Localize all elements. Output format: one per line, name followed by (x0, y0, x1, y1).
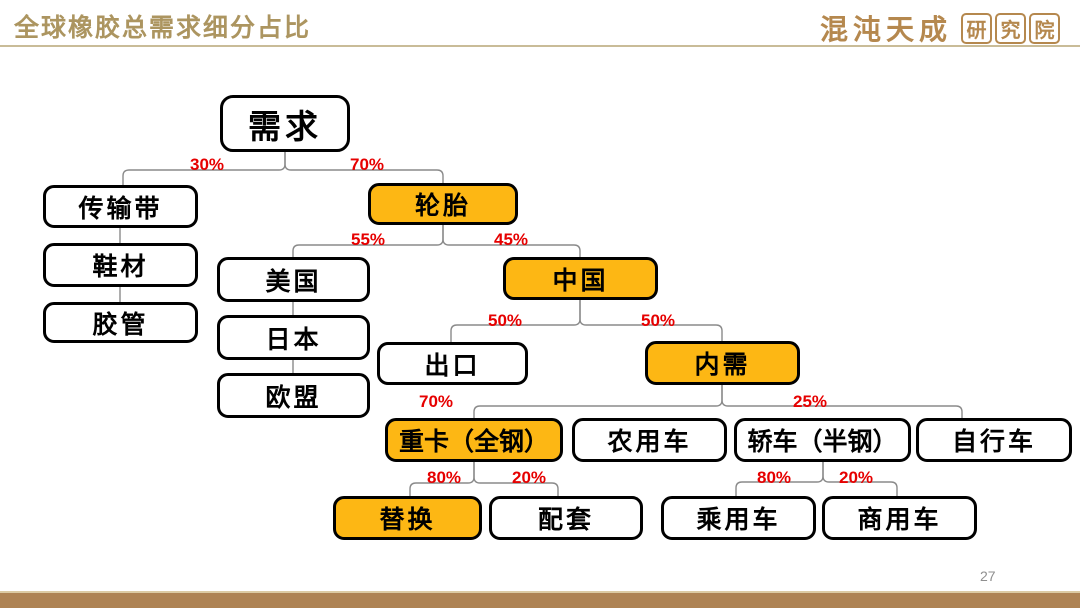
node-domestic-demand: 内需 (645, 341, 800, 385)
node-china: 中国 (503, 257, 658, 300)
percent-label-china-export: 50% (487, 311, 523, 330)
company-logo: 混沌天成 研 究 院 (820, 8, 1060, 48)
percent-label-truck-oem: 20% (511, 468, 547, 487)
node-eu: 欧盟 (217, 373, 370, 418)
node-heavy-truck-all-steel: 重卡（全钢） (385, 418, 563, 462)
node-oem-supporting: 配套 (489, 496, 643, 540)
node-sedan-semi-steel: 轿车（半钢） (734, 418, 911, 462)
node-demand: 需求 (220, 95, 350, 152)
logo-seal-char: 究 (995, 12, 1026, 44)
percent-label-domestic-truck: 70% (418, 392, 454, 411)
logo-seal-char: 研 (961, 12, 992, 44)
page-title: 全球橡胶总需求细分占比 (14, 15, 312, 42)
percent-label-domestic-sedan: 25% (792, 392, 828, 411)
logo-text: 混沌天成 (819, 15, 952, 46)
node-conveyor-belt: 传输带 (43, 185, 198, 228)
node-agricultural-vehicle: 农用车 (572, 418, 727, 462)
percent-label-truck-replacement: 80% (426, 468, 462, 487)
logo-seal-char: 院 (1029, 12, 1060, 44)
percent-label-demand-tire: 70% (349, 155, 385, 174)
node-japan: 日本 (217, 315, 370, 360)
node-rubber-hose: 胶管 (43, 302, 198, 343)
node-passenger-car: 乘用车 (661, 496, 816, 540)
node-tire: 轮胎 (368, 183, 518, 225)
footer-bar (0, 591, 1080, 608)
node-bicycle: 自行车 (916, 418, 1072, 462)
node-shoe-material: 鞋材 (43, 243, 198, 287)
percent-label-sedan-passenger: 80% (756, 468, 792, 487)
node-replacement: 替换 (333, 496, 482, 540)
node-commercial-vehicle: 商用车 (822, 496, 977, 540)
percent-label-china-domestic: 50% (640, 311, 676, 330)
page-number: 27 (980, 568, 996, 584)
percent-label-sedan-commercial: 20% (838, 468, 874, 487)
header-divider (0, 45, 1080, 47)
node-export: 出口 (377, 342, 528, 385)
percent-label-demand-other: 30% (189, 155, 225, 174)
node-usa: 美国 (217, 257, 370, 302)
percent-label-tire-china: 45% (493, 230, 529, 249)
percent-label-tire-usa: 55% (350, 230, 386, 249)
